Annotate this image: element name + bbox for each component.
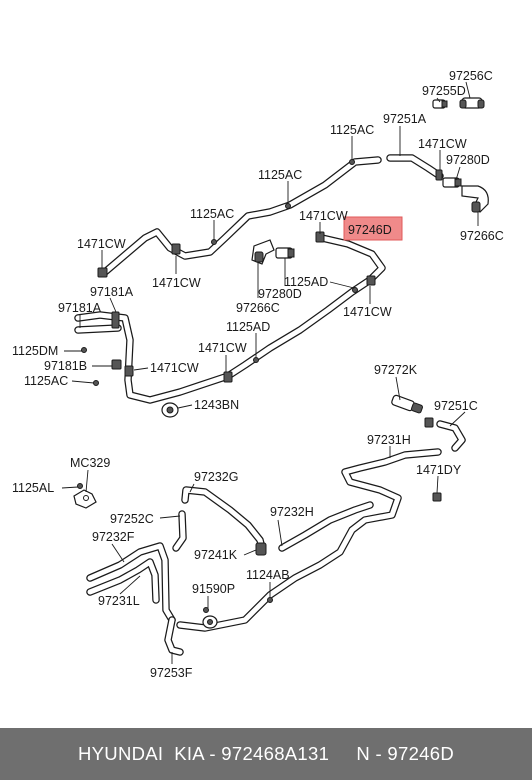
joint-97241k-icon bbox=[255, 542, 267, 556]
part-label-1471cw-g[interactable]: 1471CW bbox=[150, 361, 199, 375]
part-label-1125ad-a[interactable]: 1125AD bbox=[284, 275, 328, 289]
bolt-icon bbox=[285, 203, 291, 209]
connector-97280d-icon bbox=[442, 177, 462, 188]
part-label-97280d-a[interactable]: 97280D bbox=[446, 153, 490, 167]
part-label-1471cw-d[interactable]: 1471CW bbox=[152, 276, 201, 290]
clamp-1471cw-icon bbox=[435, 169, 443, 181]
part-label-97252c[interactable]: 97252C bbox=[110, 512, 154, 526]
connector-97255d-icon bbox=[432, 99, 448, 109]
bolt-icon bbox=[352, 287, 358, 293]
part-label-1471cw-c[interactable]: 1471CW bbox=[77, 237, 126, 251]
hose-97232g bbox=[181, 486, 266, 552]
part-label-97232f[interactable]: 97232F bbox=[92, 530, 135, 544]
bolt-icon bbox=[211, 239, 217, 245]
part-number-footer: HYUNDAI KIA - 972468A131 N - 97246D bbox=[0, 728, 532, 780]
clamp-icon bbox=[366, 275, 376, 286]
part-label-1125ac-a[interactable]: 1125AC bbox=[330, 123, 374, 137]
part-label-97251c[interactable]: 97251C bbox=[434, 399, 478, 413]
part-label-97181b[interactable]: 97181B bbox=[44, 359, 87, 373]
bolt-icon bbox=[349, 159, 355, 165]
elbow-97266c-icon bbox=[461, 185, 489, 213]
part-label-1471cw-b[interactable]: 1471CW bbox=[299, 209, 348, 223]
bracket-mc329-icon bbox=[73, 489, 97, 509]
parts-diagram: 97256C 97255D 97251A 1125AC 1471CW 97280… bbox=[12, 69, 504, 680]
part-label-1471cw-f[interactable]: 1471CW bbox=[198, 341, 247, 355]
part-label-1471dy[interactable]: 1471DY bbox=[416, 463, 462, 477]
part-label-97231h[interactable]: 97231H bbox=[367, 433, 411, 447]
part-label-1125ac-b[interactable]: 1125AC bbox=[258, 168, 302, 182]
part-label-97256c[interactable]: 97256C bbox=[449, 69, 493, 83]
leader-lines bbox=[61, 81, 479, 664]
part-label-97232g[interactable]: 97232G bbox=[194, 470, 238, 484]
fittings bbox=[73, 97, 489, 629]
connector-97280d-mid-icon bbox=[275, 247, 295, 259]
heater-hose-diagram: 97256C 97255D 97251A 1125AC 1471CW 97280… bbox=[12, 69, 504, 680]
part-label-97181a-a[interactable]: 97181A bbox=[90, 285, 134, 299]
part-label-1125ad-b[interactable]: 1125AD bbox=[226, 320, 270, 334]
part-label-97280d-b[interactable]: 97280D bbox=[258, 287, 302, 301]
part-label-1125al[interactable]: 1125AL bbox=[12, 481, 54, 495]
part-label-97266c-b[interactable]: 97266C bbox=[236, 301, 280, 315]
clamp-icon bbox=[223, 371, 233, 383]
valve-97272k-icon bbox=[391, 394, 424, 414]
clamp-icon bbox=[124, 365, 134, 377]
part-label-1125dm[interactable]: 1125DM bbox=[12, 344, 58, 358]
part-label-1471cw-e[interactable]: 1471CW bbox=[343, 305, 392, 319]
part-label-mc329[interactable]: MC329 bbox=[70, 456, 110, 470]
part-labels: 97256C 97255D 97251A 1125AC 1471CW 97280… bbox=[12, 69, 504, 680]
part-label-97181a-b[interactable]: 97181A bbox=[58, 301, 102, 315]
clamp-icon bbox=[424, 417, 434, 428]
part-label-91590p[interactable]: 91590P bbox=[192, 582, 235, 596]
part-label-1124ab[interactable]: 1124AB bbox=[246, 568, 290, 582]
part-label-97272k[interactable]: 97272K bbox=[374, 363, 418, 377]
part-label-97231l[interactable]: 97231L bbox=[98, 594, 140, 608]
clamp-icon bbox=[171, 243, 181, 255]
part-label-1471cw-a[interactable]: 1471CW bbox=[418, 137, 467, 151]
bolt-icon bbox=[81, 347, 87, 353]
part-label-97232h[interactable]: 97232H bbox=[270, 505, 314, 519]
bolt-icon bbox=[253, 357, 259, 363]
part-label-1243bn[interactable]: 1243BN bbox=[194, 398, 239, 412]
part-label-97266c-a[interactable]: 97266C bbox=[460, 229, 504, 243]
part-label-97246d[interactable]: 97246D bbox=[348, 223, 392, 237]
clip-91590p-icon bbox=[202, 615, 218, 629]
hose-lines bbox=[74, 154, 466, 656]
part-label-1125ac-d[interactable]: 1125AC bbox=[24, 374, 68, 388]
bolt-icon bbox=[93, 380, 99, 386]
grommet-1243bn-icon bbox=[161, 402, 179, 418]
highlight-box bbox=[343, 216, 403, 241]
bolt-icon bbox=[77, 483, 83, 489]
footer-text: HYUNDAI KIA - 972468A131 N - 97246D bbox=[77, 743, 455, 764]
part-label-97253f[interactable]: 97253F bbox=[150, 666, 193, 680]
part-label-97241k[interactable]: 97241K bbox=[194, 548, 238, 562]
part-label-97251a[interactable]: 97251A bbox=[383, 112, 427, 126]
part-label-1125ac-c[interactable]: 1125AC bbox=[190, 207, 234, 221]
part-label-97255d[interactable]: 97255D bbox=[422, 84, 466, 98]
clip-1471dy-icon bbox=[432, 492, 442, 502]
bolt-icon bbox=[267, 597, 273, 603]
elbow-97256c-icon bbox=[459, 97, 485, 109]
bolt-icon bbox=[203, 607, 209, 613]
bracket-97181b-icon bbox=[111, 359, 122, 370]
bracket-97181a-icon bbox=[111, 311, 120, 329]
clamp-icon bbox=[97, 267, 108, 278]
elbow-97266c-mid-icon bbox=[251, 239, 275, 265]
